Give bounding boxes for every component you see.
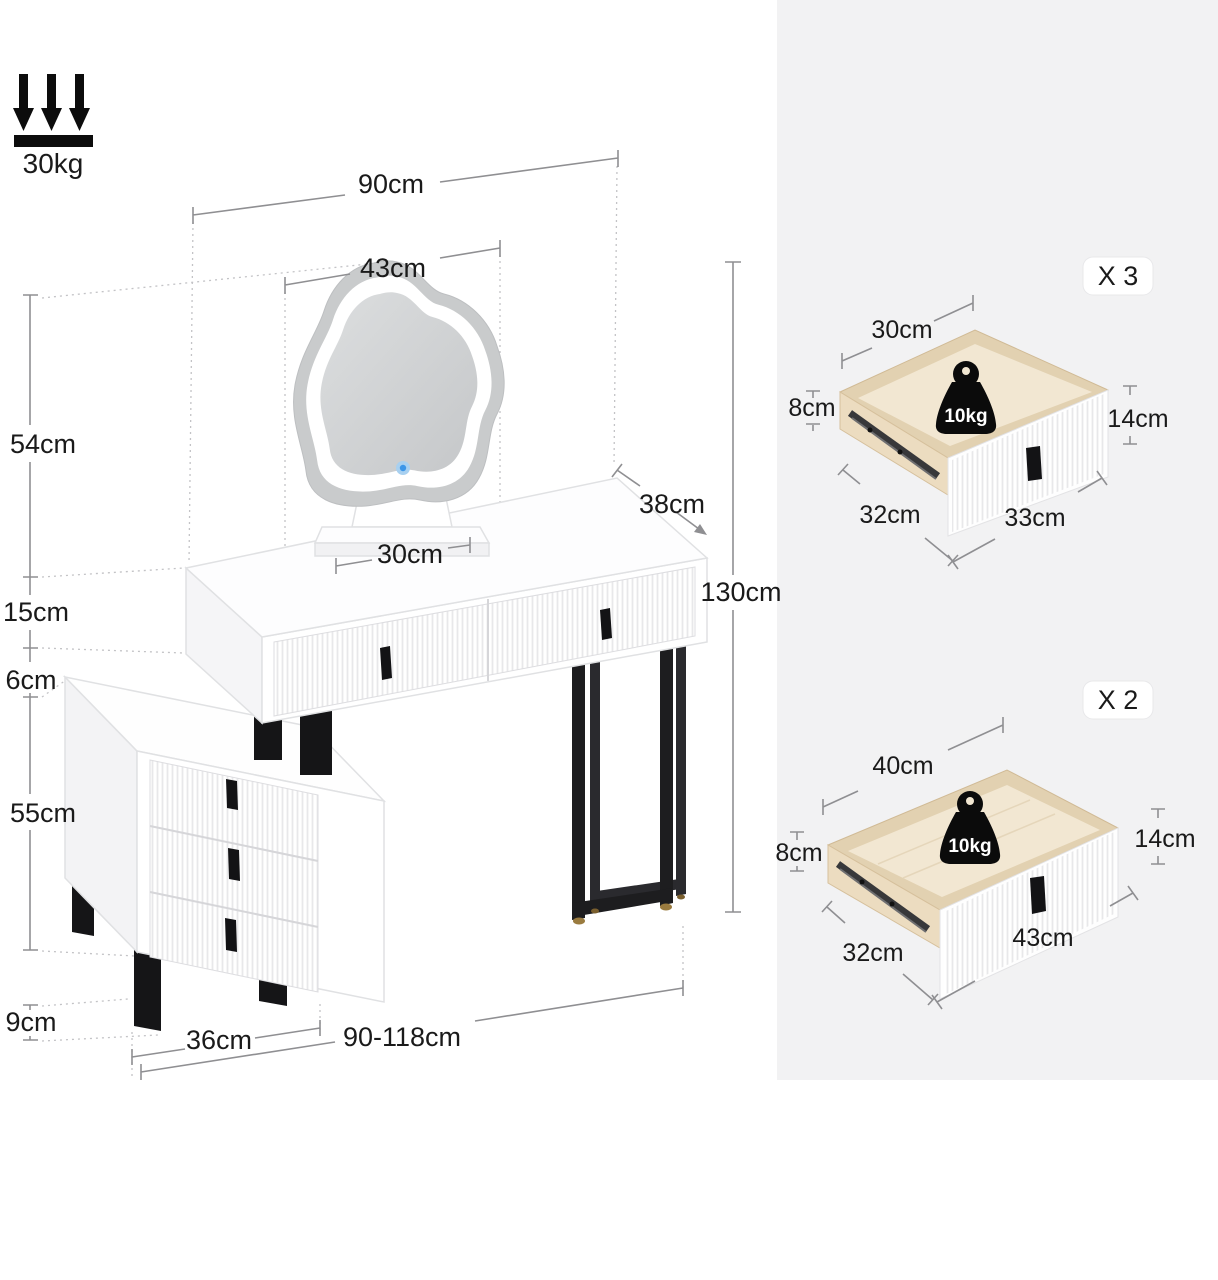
drawer-slide-rail: [835, 861, 931, 933]
large-drawer-dimensions: 40cm 8cm 14cm 32cm 43cm: [775, 717, 1196, 1010]
cabinet-drawer-handles: [225, 779, 240, 952]
dim-clearance-label: 6cm: [5, 665, 56, 695]
vanity-dimensions: 90cm 43cm 30cm 54cm 15cm 6cm 55cm 9cm: [3, 150, 782, 1080]
dim-inner-depth-label: 32cm: [859, 501, 920, 529]
dim-front-width-label: 33cm: [1004, 504, 1065, 532]
dim-cabinet-height: 55cm: [10, 697, 76, 951]
metal-leg-frame: [572, 636, 686, 925]
weight-icon: 10kg: [939, 791, 1001, 864]
dim-table-depth: 38cm: [611, 463, 707, 535]
dim-front-width-label: 43cm: [1012, 924, 1073, 952]
dim-top-width-label: 90cm: [358, 169, 424, 199]
dim-mirror-width: 43cm: [284, 240, 501, 294]
dim-cabinet-leg-height-label: 9cm: [5, 1007, 56, 1037]
load-capacity-badge: 30kg: [13, 74, 93, 179]
dim-extendable-width: 90-118cm: [140, 980, 684, 1080]
dim-cabinet-height-label: 55cm: [10, 798, 76, 828]
dim-table-box-height-label: 15cm: [3, 597, 69, 627]
table: [184, 477, 709, 725]
dim-table-depth-label: 38cm: [639, 489, 705, 519]
dim-clearance: 6cm: [5, 648, 57, 698]
dim-mirror-base-width: 30cm: [335, 537, 471, 574]
dim-cabinet-width: 36cm: [131, 1020, 321, 1065]
weight-icon: 10kg: [935, 361, 997, 434]
dim-cabinet-width-label: 36cm: [186, 1025, 252, 1055]
dim-mirror-height-label: 54cm: [10, 429, 76, 459]
quantity-badge: [1082, 256, 1154, 296]
weight-label: 10kg: [948, 836, 991, 857]
mirror-glass: [320, 292, 478, 476]
large-drawer-diagram: X 2 10kg 40cm 8cm 14cm 32cm: [775, 680, 1196, 1010]
side-cabinet: [62, 675, 387, 1031]
quantity-badge-label: X 2: [1098, 685, 1139, 715]
dim-table-box-height: 15cm: [3, 577, 69, 649]
dim-front-height-label: 14cm: [1134, 825, 1195, 853]
dim-total-height: 130cm: [700, 261, 782, 913]
small-drawer-diagram: X 3 10kg 30cm 8cm 14cm 32cm: [788, 256, 1169, 570]
dim-inner-width-label: 30cm: [871, 316, 932, 344]
dim-inner-height-label: 8cm: [788, 394, 835, 422]
dim-inner-width-label: 40cm: [872, 752, 933, 780]
mirror-base-front: [314, 542, 490, 557]
dim-mirror-height: 54cm: [10, 294, 76, 578]
drawer-slide-rail: [847, 410, 941, 480]
down-arrows-icon: [13, 74, 93, 147]
quantity-badge-label: X 3: [1098, 261, 1139, 291]
table-drawer-handles: [380, 608, 612, 680]
dim-inner-height-label: 8cm: [775, 839, 822, 867]
drawer-handle: [1030, 876, 1046, 914]
table-drawer-fronts: [273, 566, 696, 717]
dim-top-width: 90cm: [192, 150, 619, 224]
small-drawer-dimensions: 30cm 8cm 14cm 32cm 33cm: [788, 295, 1169, 570]
led-mirror: [293, 260, 505, 557]
touch-button: [399, 464, 407, 472]
weight-label: 10kg: [944, 406, 987, 427]
leg-feet: [573, 894, 685, 925]
dim-extendable-width-label: 90-118cm: [343, 1022, 461, 1052]
dim-mirror-base-width-label: 30cm: [377, 539, 443, 569]
quantity-badge: [1082, 680, 1154, 720]
load-capacity-label: 30kg: [23, 148, 84, 179]
table-top-face: [184, 477, 709, 638]
dim-inner-depth-label: 32cm: [842, 939, 903, 967]
dim-mirror-width-label: 43cm: [360, 253, 426, 283]
drawer-handle: [1026, 446, 1042, 481]
dim-total-height-label: 130cm: [700, 577, 781, 607]
dim-cabinet-leg-height: 9cm: [5, 1004, 57, 1041]
dim-front-height-label: 14cm: [1107, 405, 1168, 433]
drawer-front-fluting: [944, 832, 1114, 995]
